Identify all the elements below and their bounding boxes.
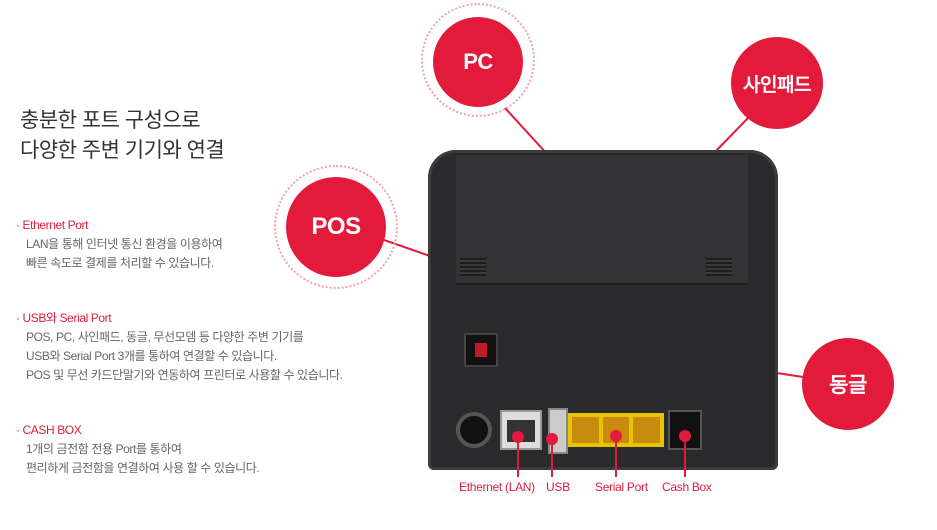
label-cash-box: Cash Box — [662, 480, 712, 494]
printer-lid — [456, 155, 748, 285]
section-title: Ethernet Port — [16, 216, 222, 235]
section-ethernet: Ethernet Port LAN을 통해 인터넷 통신 환경을 이용하여 빠른… — [16, 216, 223, 273]
section-text: 편리하게 금전함을 연결하여 사용 할 수 있습니다. — [26, 461, 260, 475]
dongle-badge: 동글 — [802, 338, 894, 430]
dotted-ring — [274, 165, 398, 289]
marker-dot — [546, 433, 558, 445]
section-text: POS, PC, 사인패드, 동글, 무선모뎀 등 다양한 주변 기기를 — [26, 330, 304, 344]
section-text: LAN을 통해 인터넷 통신 환경을 이용하여 — [26, 237, 223, 251]
pos-badge: POS — [286, 177, 386, 277]
section-cashbox: CASH BOX 1개의 금전함 전용 Port를 통하여 편리하게 금전함을 … — [16, 421, 260, 478]
section-text: POS 및 무선 카드단말기와 연동하여 프린터로 사용할 수 있습니다. — [26, 368, 343, 382]
vent — [460, 258, 486, 276]
section-title: USB와 Serial Port — [16, 309, 343, 328]
power-switch[interactable] — [464, 333, 498, 367]
headline: 충분한 포트 구성으로 다양한 주변 기기와 연결 — [20, 106, 225, 166]
headline-line-1: 충분한 포트 구성으로 — [20, 109, 201, 132]
printer-device — [428, 150, 778, 470]
dotted-ring — [421, 3, 535, 117]
marker-dot — [610, 430, 622, 442]
signpad-badge: 사인패드 — [731, 37, 823, 129]
pc-badge: PC — [433, 17, 523, 107]
label-usb: USB — [546, 480, 570, 494]
vent — [706, 258, 732, 276]
section-text: 빠른 속도로 결제를 처리할 수 있습니다. — [26, 256, 214, 270]
section-text: USB와 Serial Port 3개를 통하여 연결할 수 있습니다. — [26, 349, 277, 363]
section-usb-serial: USB와 Serial Port POS, PC, 사인패드, 동글, 무선모뎀… — [16, 309, 343, 385]
label-ethernet-lan: Ethernet (LAN) — [459, 480, 535, 494]
section-text: 1개의 금전함 전용 Port를 통하여 — [26, 442, 182, 456]
section-title: CASH BOX — [16, 421, 259, 440]
marker-dot — [679, 430, 691, 442]
headline-line-2: 다양한 주변 기기와 연결 — [20, 139, 225, 162]
label-serial-port: Serial Port — [595, 480, 648, 494]
marker-dot — [512, 431, 524, 443]
power-port — [456, 412, 492, 448]
